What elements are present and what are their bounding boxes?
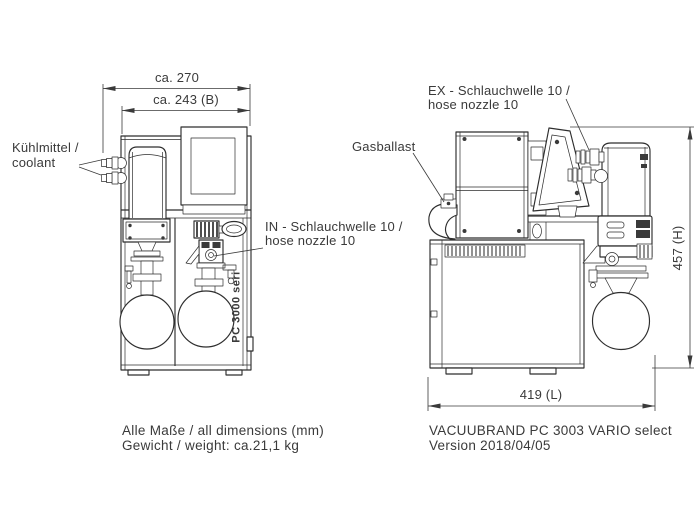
controller-display	[180, 126, 248, 215]
height-dimension: 457 (H)	[570, 126, 694, 369]
left-flask-assembly	[119, 241, 175, 350]
coolant-label-line1: Kühlmittel /	[12, 140, 79, 155]
pump-head-column	[601, 142, 651, 217]
gasballast-assembly	[428, 193, 458, 240]
ex-label-line2: hose nozzle 10	[428, 97, 518, 112]
in-label: IN - Schlauchwelle 10 / hose nozzle 10	[213, 219, 403, 257]
exhaust-flask-assembly	[582, 215, 653, 351]
in-label-line2: hose nozzle 10	[265, 233, 355, 248]
in-port	[205, 249, 217, 261]
secondary-nozzle	[567, 166, 608, 184]
side-upper-box	[455, 131, 547, 239]
exhaust-round-flask	[591, 291, 651, 351]
condenser-base	[122, 218, 171, 243]
gasballast-label-group: Gasballast	[352, 139, 445, 203]
coolant-label: Kühlmittel / coolant	[12, 140, 102, 176]
dim-length-label: 419 (L)	[520, 387, 563, 402]
side-foot-right	[529, 367, 557, 375]
front-view: PC 3000 seri ca. 270 ca. 243 (B) Kühlmit…	[12, 70, 403, 376]
front-foot-right	[225, 369, 243, 376]
in-label-line1: IN - Schlauchwelle 10 /	[265, 219, 403, 234]
dim-height-label: 457 (H)	[670, 226, 685, 271]
note-dimensions: Alle Maße / all dimensions (mm)	[122, 423, 324, 438]
note-product: VACUUBRAND PC 3003 VARIO select	[429, 423, 672, 438]
coolant-label-line2: coolant	[12, 155, 56, 170]
front-width-dimensions: ca. 270 ca. 243 (B)	[102, 70, 251, 153]
left-round-flask	[119, 294, 175, 350]
vent-grille	[444, 244, 526, 258]
note-version: Version 2018/04/05	[429, 438, 551, 453]
ex-nozzle	[575, 148, 605, 166]
side-foot-left	[445, 367, 473, 375]
note-weight: Gewicht / weight: ca.21,1 kg	[122, 438, 299, 453]
in-handle	[221, 220, 247, 238]
ex-label-line1: EX - Schlauchwelle 10 /	[428, 83, 570, 98]
tilted-control-panel	[532, 127, 590, 218]
side-view: 457 (H) 419 (L) EX - Schlauchwelle 10 / …	[352, 83, 694, 411]
length-dimension: 419 (L)	[427, 355, 656, 411]
side-lower-housing	[429, 239, 585, 375]
in-valve-assembly	[177, 220, 247, 348]
ex-label: EX - Schlauchwelle 10 / hose nozzle 10	[428, 83, 590, 151]
front-foot-left	[127, 369, 150, 376]
dim-body-width-label: ca. 243 (B)	[153, 92, 219, 107]
side-tab	[246, 336, 254, 352]
gasballast-label: Gasballast	[352, 139, 416, 154]
right-round-flask	[177, 290, 235, 348]
condenser-cylinder	[128, 146, 167, 220]
footnotes: Alle Maße / all dimensions (mm) Gewicht …	[122, 423, 672, 453]
coolant-nozzles	[101, 156, 127, 185]
series-marking-text: PC 3000 seri	[231, 271, 243, 342]
dim-outer-width-label: ca. 270	[155, 70, 199, 85]
